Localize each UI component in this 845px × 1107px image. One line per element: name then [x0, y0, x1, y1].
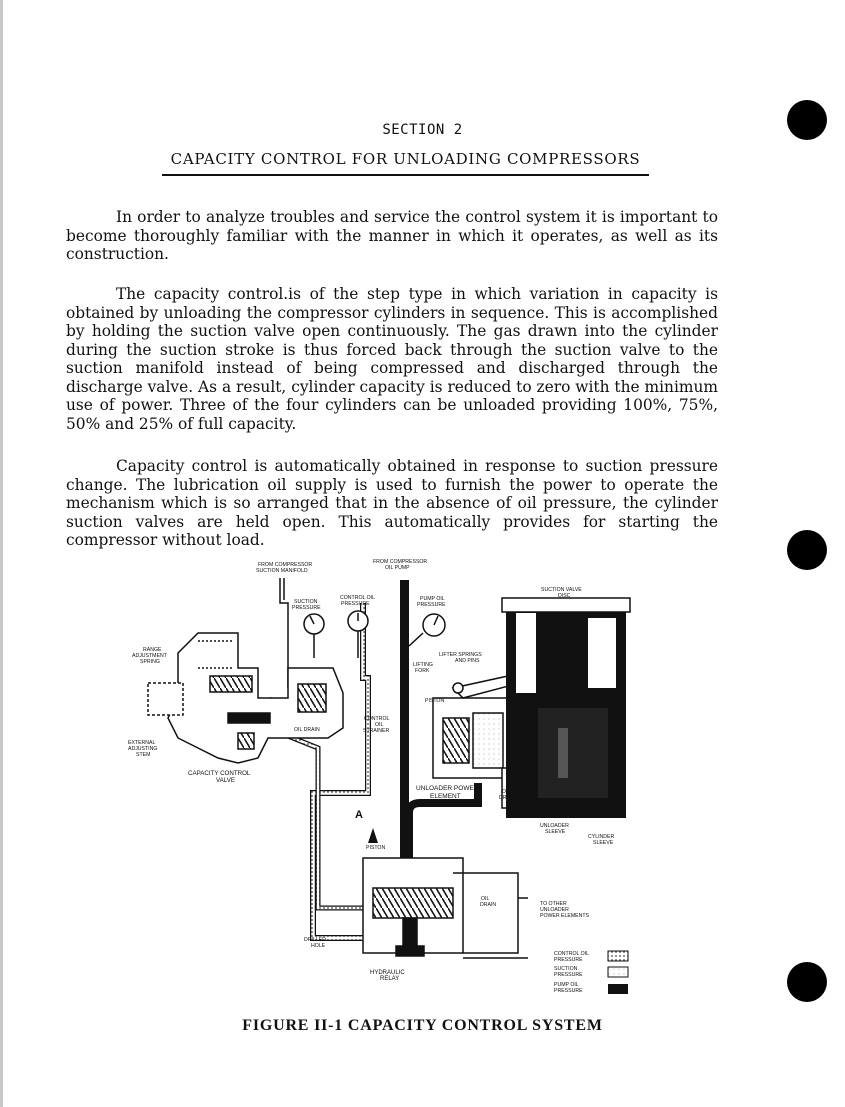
pump-oil-line: [400, 580, 482, 890]
label-piston-lower: PISTON: [366, 845, 385, 851]
legend-label-control-oil-1: CONTROL OIL: [554, 951, 589, 957]
flow-marker-a: [368, 828, 378, 843]
legend-label-suction-1: SUCTION: [554, 966, 578, 972]
label-unloader-sleeve-2: SLEEVE: [545, 829, 566, 835]
label-unloader-sleeve-1: UNLOADER: [540, 823, 569, 829]
capacity-control-valve: [147, 632, 344, 764]
label-hydraulic-relay-2: RELAY: [380, 976, 399, 982]
paragraph-3-text: Capacity control is automatically obtain…: [66, 457, 718, 549]
label-suction-pressure-1: SUCTION: [294, 599, 318, 605]
legend-swatch-pump-oil: [608, 984, 628, 994]
diagram-labels: FROM COMPRESSOR SUCTION MANIFOLD FROM CO…: [128, 559, 614, 982]
label-strainer-2: OIL: [375, 722, 383, 728]
label-oil-drain-right-1: OIL: [502, 789, 510, 795]
label-from-pump-2: OIL PUMP: [385, 565, 410, 571]
label-from-suction-2: SUCTION MANIFOLD: [256, 568, 308, 574]
label-pump-oil-pressure-1: PUMP OIL: [420, 596, 445, 602]
legend-label-pump-oil-2: PRESSURE: [554, 988, 583, 994]
label-capacity-valve-1: CAPACITY CONTROL: [188, 770, 251, 777]
legend: CONTROL OIL PRESSURE SUCTION PRESSURE PU…: [554, 950, 629, 994]
legend-label-suction-2: PRESSURE: [554, 972, 583, 978]
label-from-suction-1: FROM COMPRESSOR: [258, 562, 312, 568]
punch-hole-top: [787, 100, 827, 140]
label-range-spring-1: RANGE: [143, 647, 162, 653]
paragraph-2: The capacity control.is of the step type…: [66, 285, 718, 433]
label-oil-drain-lower-1: OIL: [481, 896, 489, 902]
label-hydraulic-relay-1: HYDRAULIC: [370, 970, 405, 976]
label-lifter-springs-2: AND PINS: [455, 658, 480, 664]
label-suction-pressure-2: PRESSURE: [292, 605, 321, 611]
label-unloader-element-2: ELEMENT: [430, 793, 461, 800]
title-underline: [162, 174, 649, 176]
label-suction-valve-disc-1: SUCTION VALVE: [541, 587, 582, 593]
label-pump-oil-pressure-2: PRESSURE: [417, 602, 446, 608]
label-marker-a: A: [355, 809, 363, 821]
label-drilled-hole-1: DRILLED: [304, 937, 326, 943]
legend-swatch-suction: [607, 966, 629, 978]
label-drilled-hole-2: HOLE: [311, 943, 326, 949]
punch-hole-middle: [787, 530, 827, 570]
legend-item-control-oil: CONTROL OIL PRESSURE: [554, 950, 629, 963]
paragraph-1-text: In order to analyze troubles and service…: [66, 208, 718, 263]
cylinder-sleeve: [501, 597, 631, 818]
figure-caption: FIGURE II-1 CAPACITY CONTROL SYSTEM: [242, 1017, 603, 1034]
label-capacity-valve-2: VALVE: [216, 777, 235, 784]
label-lifting-fork-2: FORK: [415, 668, 430, 674]
legend-item-suction: SUCTION PRESSURE: [554, 966, 629, 978]
legend-label-control-oil-2: PRESSURE: [554, 957, 583, 963]
label-control-oil-pressure-2: PRESSURE: [341, 601, 370, 607]
label-range-spring-2: ADJUSTMENT: [132, 653, 168, 659]
label-oil-drain-lower-2: DRAIN: [480, 902, 496, 908]
label-external-stem-2: ADJUSTING: [128, 746, 157, 752]
label-lifter-springs-1: LIFTER SPRINGS: [439, 652, 482, 658]
capacity-control-diagram: FROM COMPRESSOR SUCTION MANIFOLD FROM CO…: [128, 559, 631, 994]
label-lifting-fork-1: LIFTING: [413, 662, 433, 668]
label-to-other-2: UNLOADER: [540, 907, 569, 913]
label-strainer-3: STRAINER: [363, 728, 389, 734]
legend-label-pump-oil-1: PUMP OIL: [554, 982, 579, 988]
label-oil-drain-left: OIL DRAIN: [294, 727, 320, 733]
paragraph-3: Capacity control is automatically obtain…: [66, 457, 718, 550]
label-strainer-1: CONTROL: [364, 716, 389, 722]
legend-item-pump-oil: PUMP OIL PRESSURE: [554, 982, 628, 994]
label-oil-drain-right-2: DRAIN: [499, 795, 515, 801]
label-external-stem-1: EXTERNAL: [128, 740, 156, 746]
label-from-pump-1: FROM COMPRESSOR: [373, 559, 427, 565]
pressure-gauges: [303, 610, 446, 658]
label-cylinder-sleeve-2: SLEEVE: [593, 840, 614, 846]
paragraph-2-text: The capacity control.is of the step type…: [66, 285, 718, 433]
legend-swatch-control-oil: [607, 950, 629, 962]
label-to-other-1: TO OTHER: [540, 901, 567, 907]
label-piston-upper: PISTON: [425, 698, 444, 704]
paragraph-1: In order to analyze troubles and service…: [66, 208, 718, 264]
label-control-oil-pressure-1: CONTROL OIL: [340, 595, 375, 601]
label-cylinder-sleeve-1: CYLINDER: [588, 834, 614, 840]
page-title: CAPACITY CONTROL FOR UNLOADING COMPRESSO…: [170, 150, 641, 168]
label-unloader-element-1: UNLOADER POWER: [416, 785, 479, 792]
label-external-stem-3: STEM: [136, 752, 150, 758]
label-range-spring-3: SPRING: [140, 659, 160, 665]
section-number: SECTION 2: [382, 122, 463, 138]
label-suction-valve-disc-2: DISC: [558, 593, 571, 599]
label-to-other-3: POWER ELEMENTS: [540, 913, 590, 919]
page-edge: [0, 0, 3, 1107]
punch-hole-bottom: [787, 962, 827, 1002]
hydraulic-relay: [362, 857, 528, 959]
